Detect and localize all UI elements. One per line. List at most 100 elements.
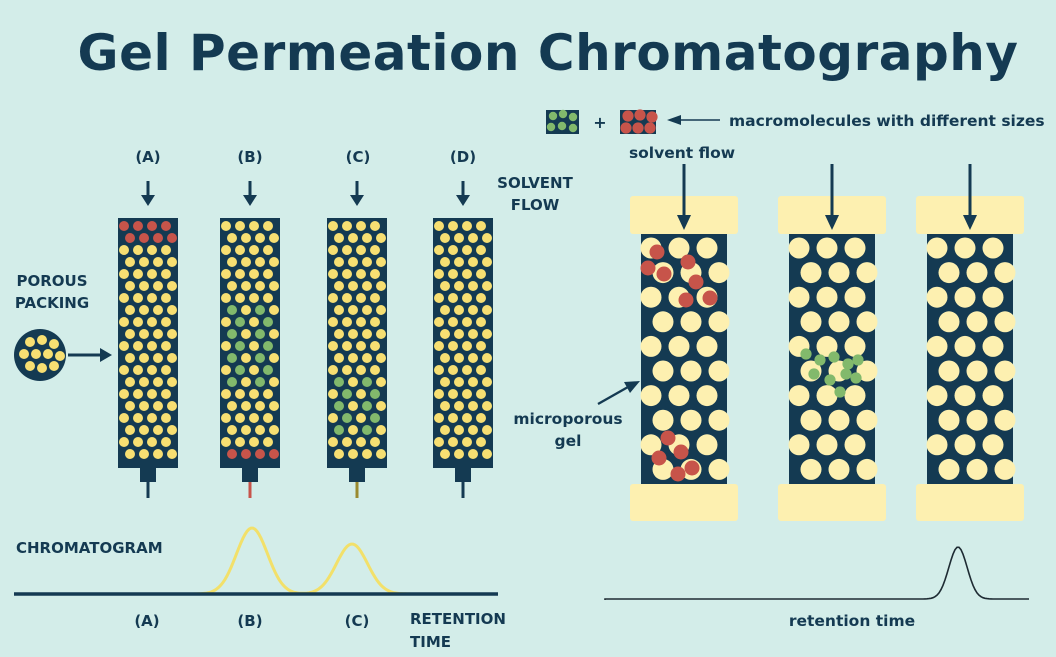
- bead-a-8-2: [147, 317, 157, 327]
- bead-c-10-0: [328, 341, 338, 351]
- bead-b-18-3: [263, 437, 273, 447]
- bead-a-4-2: [147, 269, 157, 279]
- bead-b-18-2: [249, 437, 259, 447]
- bead-c-9-0: [334, 329, 344, 339]
- bead-c-0-1: [342, 221, 352, 231]
- bead-d-12-1: [448, 365, 458, 375]
- red-molecule-5: [702, 290, 718, 306]
- gel-bead-2-7-2: [856, 409, 878, 431]
- bead-a-11-3: [167, 353, 177, 363]
- bead-c-4-3: [370, 269, 380, 279]
- bead-d-5-1: [454, 281, 464, 291]
- bead-b-7-2: [255, 305, 265, 315]
- bead-b-6-3: [263, 293, 273, 303]
- gel-bead-2-1-0: [800, 262, 822, 284]
- gel-bead-1-3-0: [652, 311, 674, 333]
- bead-a-11-1: [139, 353, 149, 363]
- bead-b-3-3: [269, 257, 279, 267]
- bead-a-1-1: [139, 233, 149, 243]
- bead-a-12-3: [161, 365, 171, 375]
- bead-c-14-0: [328, 389, 338, 399]
- microporous-gel-arrow: [597, 381, 640, 406]
- gel-bead-1-0-1: [668, 237, 690, 259]
- bead-d-8-0: [434, 317, 444, 327]
- bead-b-4-2: [249, 269, 259, 279]
- porous-dot-6: [55, 351, 65, 361]
- bead-c-14-2: [356, 389, 366, 399]
- bead-c-11-3: [376, 353, 386, 363]
- legend-text: macromolecules with different sizes: [729, 112, 1045, 130]
- legend-green-dots: [546, 109, 578, 133]
- bead-b-10-0: [221, 341, 231, 351]
- retention-time-label-line1: RETENTION: [410, 610, 506, 628]
- bead-b-2-0: [221, 245, 231, 255]
- gel-bead-3-1-0: [938, 262, 960, 284]
- gel-bead-2-2-2: [844, 286, 866, 308]
- gel-bead-1-1-2: [708, 262, 730, 284]
- porous-dot-9: [49, 361, 59, 371]
- bead-a-7-1: [139, 305, 149, 315]
- bead-d-7-1: [454, 305, 464, 315]
- gel-bead-2-9-2: [856, 458, 878, 480]
- gel-bead-2-7-1: [828, 409, 850, 431]
- green-molecule-6: [824, 374, 836, 386]
- flow-arrow-head-d: [456, 195, 470, 206]
- bead-b-1-2: [255, 233, 265, 243]
- chromatogram-axis-label-c: (C): [345, 612, 370, 630]
- porous-packing-label-line1: POROUS: [16, 272, 87, 290]
- bead-d-13-3: [482, 377, 492, 387]
- gel-bead-2-9-0: [800, 458, 822, 480]
- gel-bead-2-8-2: [844, 434, 866, 456]
- bead-d-18-0: [434, 437, 444, 447]
- gel-arrow-shaft: [597, 385, 629, 406]
- bead-d-1-2: [468, 233, 478, 243]
- retention-time-label-line2: TIME: [410, 633, 451, 651]
- bead-c-6-0: [328, 293, 338, 303]
- bead-a-7-3: [167, 305, 177, 315]
- bead-a-8-1: [133, 317, 143, 327]
- gel-bead-1-5-2: [708, 360, 730, 382]
- bead-b-12-1: [235, 365, 245, 375]
- bead-b-8-3: [263, 317, 273, 327]
- bead-d-19-2: [468, 449, 478, 459]
- bead-a-11-0: [125, 353, 135, 363]
- green-molecule-9: [834, 386, 846, 398]
- gel-bead-3-8-2: [982, 434, 1004, 456]
- gel-bead-2-9-1: [828, 458, 850, 480]
- bead-b-9-2: [255, 329, 265, 339]
- bead-a-9-0: [125, 329, 135, 339]
- bead-b-18-0: [221, 437, 231, 447]
- bead-a-15-3: [167, 401, 177, 411]
- bead-c-8-1: [342, 317, 352, 327]
- bead-b-11-1: [241, 353, 251, 363]
- bead-b-11-0: [227, 353, 237, 363]
- flow-arrow-head-b: [243, 195, 257, 206]
- bead-d-9-2: [468, 329, 478, 339]
- gel-bead-3-2-2: [982, 286, 1004, 308]
- bead-a-17-1: [139, 425, 149, 435]
- porous-packing-arrow: [68, 348, 112, 362]
- red-molecule-2: [656, 266, 672, 282]
- porous-dot-4: [31, 349, 41, 359]
- bead-a-19-1: [139, 449, 149, 459]
- bead-a-10-0: [119, 341, 129, 351]
- bead-c-12-3: [370, 365, 380, 375]
- gel-bead-3-7-1: [966, 409, 988, 431]
- bead-d-2-0: [434, 245, 444, 255]
- gel-bead-2-1-2: [856, 262, 878, 284]
- bead-b-4-0: [221, 269, 231, 279]
- green-molecule-4: [852, 354, 864, 366]
- solvent-flow-label-line1: SOLVENT: [497, 174, 573, 192]
- bead-b-19-3: [269, 449, 279, 459]
- bead-d-0-0: [434, 221, 444, 231]
- bead-a-3-2: [153, 257, 163, 267]
- bead-a-3-0: [125, 257, 135, 267]
- bead-a-10-1: [133, 341, 143, 351]
- bead-a-16-2: [147, 413, 157, 423]
- bead-a-13-2: [153, 377, 163, 387]
- gel-bead-1-7-2: [708, 409, 730, 431]
- legend-red-dot-4: [632, 122, 644, 134]
- bead-a-14-3: [161, 389, 171, 399]
- bead-a-16-0: [119, 413, 129, 423]
